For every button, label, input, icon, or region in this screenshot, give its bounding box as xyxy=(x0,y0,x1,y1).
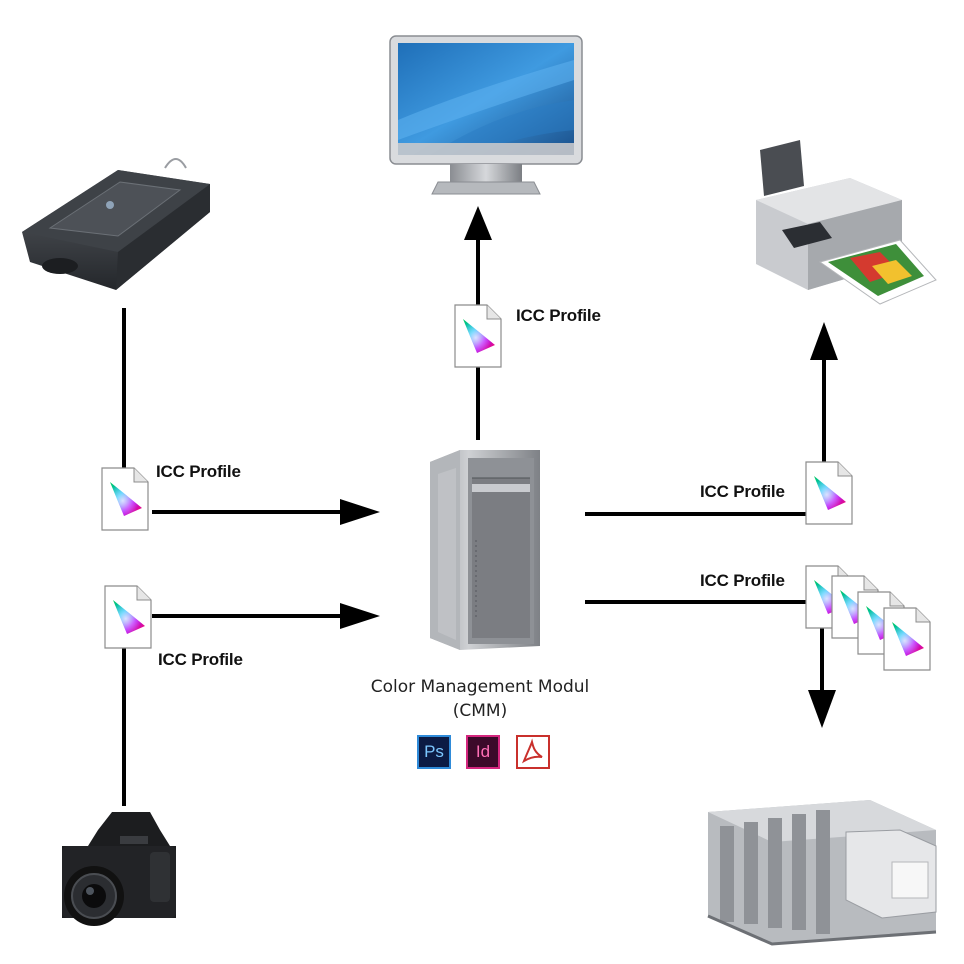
acrobat-swirl xyxy=(521,738,543,764)
cmm-label: Color Management Modul (CMM) xyxy=(330,675,630,723)
camera-icon xyxy=(62,812,176,926)
acrobat-icon xyxy=(516,735,550,769)
computer-tower-icon xyxy=(430,450,540,650)
icc-profile-icon-scanner xyxy=(101,467,149,531)
cmm-label-line1: Color Management Modul xyxy=(370,677,590,697)
icc-profile-stack-press xyxy=(805,565,931,671)
icc-profile-icon-monitor xyxy=(454,304,502,368)
connection-arrows xyxy=(122,206,838,806)
icc-label-scanner: ICC Profile xyxy=(156,462,241,481)
icc-label-printer: ICC Profile xyxy=(700,482,785,501)
scanner-icon xyxy=(22,158,210,290)
indesign-icon: Id xyxy=(466,735,500,769)
icc-label-monitor: ICC Profile xyxy=(516,306,601,325)
icc-label-camera: ICC Profile xyxy=(158,650,243,669)
printing-press-icon xyxy=(707,800,937,946)
cmm-label-line2: (CMM) xyxy=(452,701,508,721)
icc-label-press: ICC Profile xyxy=(700,571,785,590)
photoshop-icon: Ps xyxy=(417,735,451,769)
icc-profile-icon-printer xyxy=(805,461,853,525)
printer-icon xyxy=(756,140,937,305)
icc-profile-icon-camera xyxy=(104,585,152,649)
monitor-icon xyxy=(389,35,583,195)
